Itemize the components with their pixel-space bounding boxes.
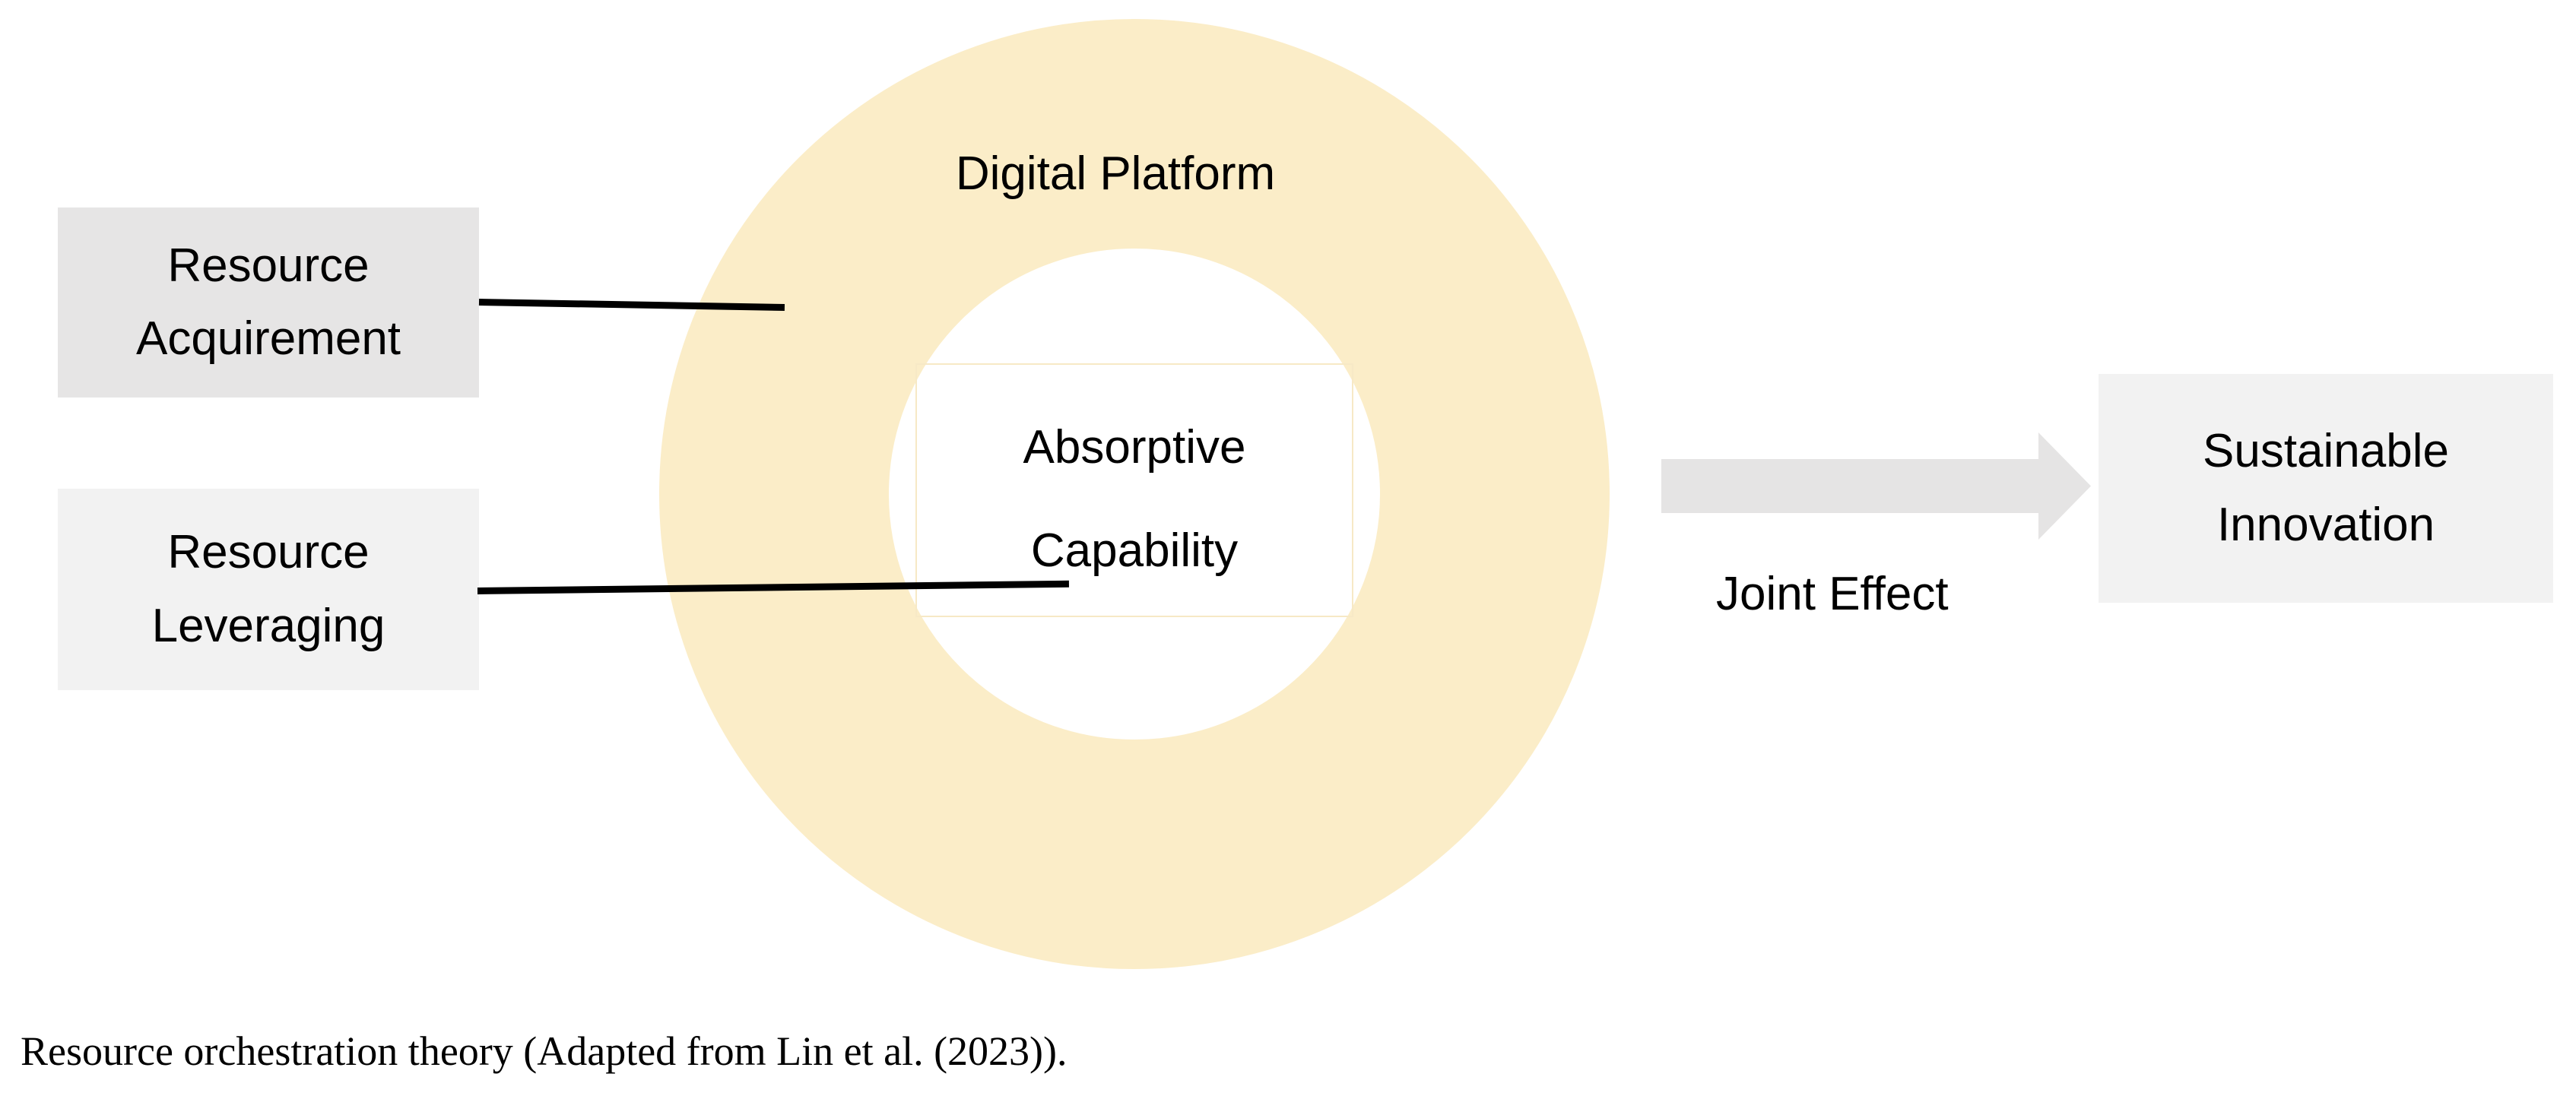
figure-caption: Resource orchestration theory (Adapted f… [21, 1028, 1068, 1074]
sustainable-innovation-label: Sustainable Innovation [2202, 425, 2450, 551]
joint-effect-arrow [1661, 432, 2091, 540]
absorptive-capability-textbox-outline [915, 363, 1353, 617]
digital-platform-label: Digital Platform [955, 147, 1276, 200]
joint-effect-arrow-shape [1661, 432, 2091, 540]
joint-effect-label: Joint Effect [1716, 568, 1949, 620]
resource-leveraging-box: Resource Leveraging [58, 489, 479, 690]
resource-acquirement-label: Resource Acquirement [135, 239, 401, 365]
resource-acquirement-box: Resource Acquirement [58, 207, 479, 398]
resource-leveraging-label: Resource Leveraging [151, 526, 385, 652]
capability-label: Capability [1030, 524, 1239, 577]
sustainable-innovation-box: Sustainable Innovation [2099, 374, 2553, 603]
absorptive-label: Absorptive [1023, 421, 1246, 474]
